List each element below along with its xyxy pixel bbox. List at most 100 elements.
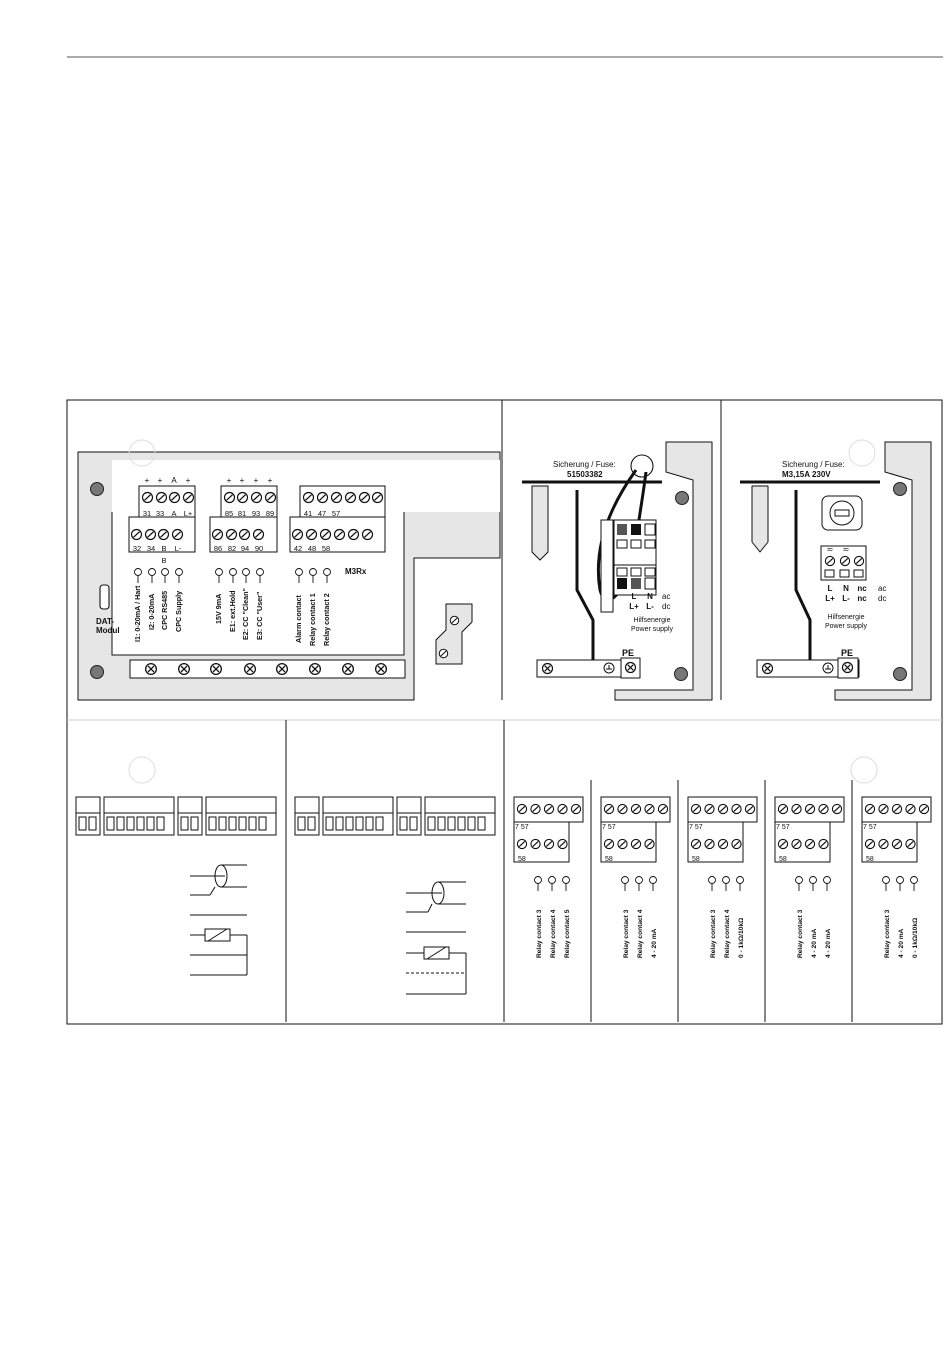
relay-signal-label: Relay contact 5: [564, 909, 571, 958]
terminal-label: L+: [629, 602, 639, 611]
terminal-label: L-: [842, 594, 850, 603]
dc-label: dc: [662, 602, 670, 611]
relay-signal-label: 4 - 20 mA: [811, 928, 818, 958]
terminal-number: 7 57: [515, 824, 529, 831]
power-label: Power supply: [825, 623, 868, 630]
terminal-number: 7 57: [602, 824, 616, 831]
power-label: Hilfsenergie: [828, 614, 865, 621]
tb1-sign: +: [158, 476, 163, 485]
mounting-hole-icon: [674, 667, 688, 681]
dat-module-label-2: Modul: [96, 626, 120, 635]
dc-label: dc: [878, 594, 886, 603]
terminal-number: 58: [779, 856, 787, 863]
mounting-hole-icon: [893, 482, 907, 496]
signal-label: CPC RS485: [160, 591, 169, 630]
pe-label: PE: [622, 648, 634, 658]
dat-module-label-1: DAT-: [96, 617, 114, 626]
terminal-number: 58: [692, 856, 700, 863]
terminal-label: L: [828, 584, 833, 593]
tb3-bottom-number: 58: [322, 544, 330, 553]
signal-label: I2: 0-20mA: [147, 594, 156, 630]
signal-label: E1: ext.Hold: [228, 590, 237, 632]
svg-text:≂: ≂: [827, 545, 834, 554]
relay-signal-label: Relay contact 3: [797, 909, 804, 958]
tb2-bottom-number: 82: [228, 544, 236, 553]
tb2-bottom-number: 94: [241, 544, 249, 553]
tb3-top-number: 47: [318, 509, 326, 518]
signal-label: Relay contact 2: [322, 593, 331, 646]
tb2-bottom-number: 90: [255, 544, 263, 553]
tb2-top-number: 89: [266, 509, 274, 518]
tb1-bottom-number: L-: [175, 544, 182, 553]
tb1-bottom-number: 34: [147, 544, 155, 553]
side-bracket: [435, 603, 473, 665]
relay-signal-label: Relay contact 3: [536, 909, 543, 958]
terminal-number: 7 57: [776, 824, 790, 831]
tb2-top-number: 93: [252, 509, 260, 518]
ac-label: ac: [878, 584, 886, 593]
relay-signal-label: Relay contact 3: [710, 909, 717, 958]
tb1-sign: A: [171, 476, 177, 485]
terminal-block-2: + + + + 85 81 93 89 86 82 94 90 15V 9mA …: [209, 476, 278, 640]
tb1-sign: +: [145, 476, 150, 485]
mounting-hole-icon: [90, 665, 104, 679]
terminal-label: N: [843, 584, 849, 593]
tb1-top-number: 31: [143, 509, 151, 518]
connector-strip-middle: [294, 796, 496, 995]
power-label: Hilfsenergie: [634, 617, 671, 624]
svg-text:≂: ≂: [843, 545, 850, 554]
terminal-number: 7 57: [863, 824, 877, 831]
terminal-number: 58: [866, 856, 874, 863]
tb2-top-number: 81: [238, 509, 246, 518]
pe-label: PE: [841, 648, 853, 658]
fuse-label: Sicherung / Fuse:: [553, 460, 616, 469]
tb2-sign: +: [268, 476, 273, 485]
tb2-sign: +: [254, 476, 259, 485]
relay-signal-label: Relay contact 3: [884, 909, 891, 958]
tb1-top-number: L+: [184, 509, 193, 518]
module-label: M3Rx: [345, 567, 367, 576]
terminal-label: nc: [857, 584, 867, 593]
terminal-number: 58: [518, 856, 526, 863]
relay-signal-label: Relay contact 4: [550, 909, 557, 958]
power-panel-2: Sicherung / Fuse: M3,15A 230V ≂ ≂ L N nc…: [740, 439, 932, 701]
relay-signal-label: 4 - 20 mA: [651, 928, 658, 958]
tb1-mid-label: B: [161, 556, 166, 565]
terminal-number: 58: [605, 856, 613, 863]
tb1-bottom-number: B: [161, 544, 166, 553]
terminal-label: L-: [646, 602, 654, 611]
mounting-hole-icon: [675, 491, 689, 505]
fuse-value: M3,15A 230V: [782, 470, 831, 479]
relay-signal-label: Relay contact 4: [724, 909, 731, 958]
relay-signal-label: 4 - 20 mA: [898, 928, 905, 958]
signal-label: CPC Supply: [174, 591, 183, 632]
terminal-number: 7 57: [689, 824, 703, 831]
signal-label: 15V 9mA: [214, 594, 223, 624]
tb3-top-number: 41: [304, 509, 312, 518]
dat-module: DAT- Modul: [96, 584, 120, 635]
tb3-bottom-number: 48: [308, 544, 316, 553]
connector-strip-left: [75, 756, 277, 976]
mounting-hole-icon: [893, 667, 907, 681]
fuse-value: 51503382: [567, 470, 603, 479]
terminal-label: L+: [825, 594, 835, 603]
power-label: Power supply: [631, 626, 674, 633]
signal-label: I1: 0-20mA / Hart: [133, 585, 142, 642]
tb2-sign: +: [227, 476, 232, 485]
relay-signal-label: Relay contact 3: [623, 909, 630, 958]
relay-signal-label: Relay contact 4: [637, 909, 644, 958]
relay-signal-label: 4 - 20 mA: [825, 928, 832, 958]
tb3-bottom-number: 42: [294, 544, 302, 553]
signal-label: Alarm contact: [294, 594, 303, 643]
terminal-block-3: 41 47 57 42 48 58 Alarm contact Relay co…: [289, 485, 386, 646]
tb1-bottom-number: 32: [133, 544, 141, 553]
tb2-top-number: 85: [225, 509, 233, 518]
terminal-block-1: + + A + 31 33 A L+ 32 34 B L- B I1: 0-20…: [128, 476, 196, 642]
tb1-top-number: A: [171, 509, 176, 518]
terminal-label: nc: [857, 594, 867, 603]
